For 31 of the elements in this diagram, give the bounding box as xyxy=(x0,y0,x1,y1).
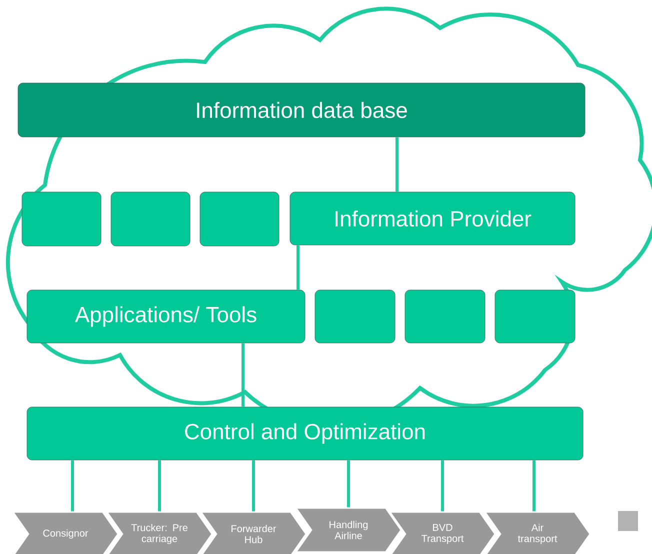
process-step: Trucker: Pre carriage xyxy=(106,511,213,554)
connector-line xyxy=(71,460,74,512)
connector-line xyxy=(158,460,161,512)
connector-line xyxy=(242,343,244,407)
process-step: Consignor xyxy=(12,511,119,554)
process-step: BVD Transport xyxy=(388,511,496,554)
process-step: Handling Airline xyxy=(294,507,402,553)
process-step: Forwarder Hub xyxy=(200,511,307,554)
connector-line xyxy=(347,460,350,508)
connector-line xyxy=(396,137,398,192)
node-label: Forwarder Hub xyxy=(232,524,276,544)
module-box xyxy=(200,192,280,246)
module-box: Information Provider xyxy=(290,192,576,246)
connector-line xyxy=(252,460,255,512)
node-label: Trucker: Pre carriage xyxy=(131,524,188,544)
connector-line xyxy=(532,460,536,512)
module-box xyxy=(22,192,102,246)
connector-line xyxy=(296,245,300,290)
node-label: Air transport xyxy=(518,524,558,544)
module-box: Applications/ Tools xyxy=(26,290,306,344)
module-box xyxy=(314,290,396,344)
module-box: Control and Optimization xyxy=(26,406,584,460)
node-label: Handling Airline xyxy=(330,520,368,540)
node-label: Consignor xyxy=(43,529,88,539)
module-box xyxy=(404,290,486,344)
node-label: BVD Transport xyxy=(422,524,464,544)
database-box: Information data base xyxy=(18,82,586,138)
process-step: Air transport xyxy=(484,511,591,554)
module-box xyxy=(494,290,576,344)
connector-line xyxy=(441,460,444,512)
module-box xyxy=(110,192,190,246)
